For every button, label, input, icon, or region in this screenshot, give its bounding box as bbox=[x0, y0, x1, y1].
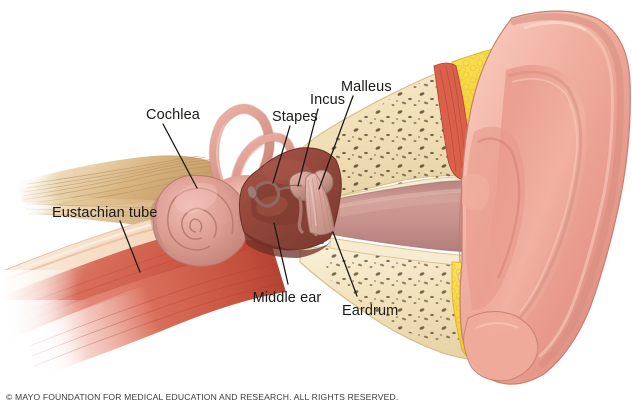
label-stapes: Stapes bbox=[272, 109, 318, 125]
eustachian-tube-leader bbox=[119, 220, 141, 273]
cochlea-leader bbox=[162, 123, 198, 189]
copyright-notice: © MAYO FOUNDATION FOR MEDICAL EDUCATION … bbox=[6, 392, 399, 402]
label-eardrum: Eardrum bbox=[342, 303, 399, 319]
label-malleus: Malleus bbox=[341, 79, 392, 95]
eardrum-leader bbox=[332, 231, 358, 297]
label-middle-ear: Middle ear bbox=[252, 290, 322, 306]
label-eustachian-tube: Eustachian tube bbox=[52, 205, 158, 221]
stapes-leader bbox=[272, 125, 291, 184]
incus-leader bbox=[297, 108, 319, 187]
middle-ear-leader bbox=[273, 222, 289, 285]
label-incus: Incus bbox=[310, 92, 346, 108]
label-cochlea: Cochlea bbox=[146, 107, 200, 123]
malleus-leader bbox=[318, 95, 354, 190]
leader-lines-group bbox=[119, 95, 358, 297]
lower-muscle-group bbox=[0, 246, 286, 410]
pinna-section-seam bbox=[458, 185, 463, 263]
pinna-outer-ear bbox=[459, 10, 631, 385]
